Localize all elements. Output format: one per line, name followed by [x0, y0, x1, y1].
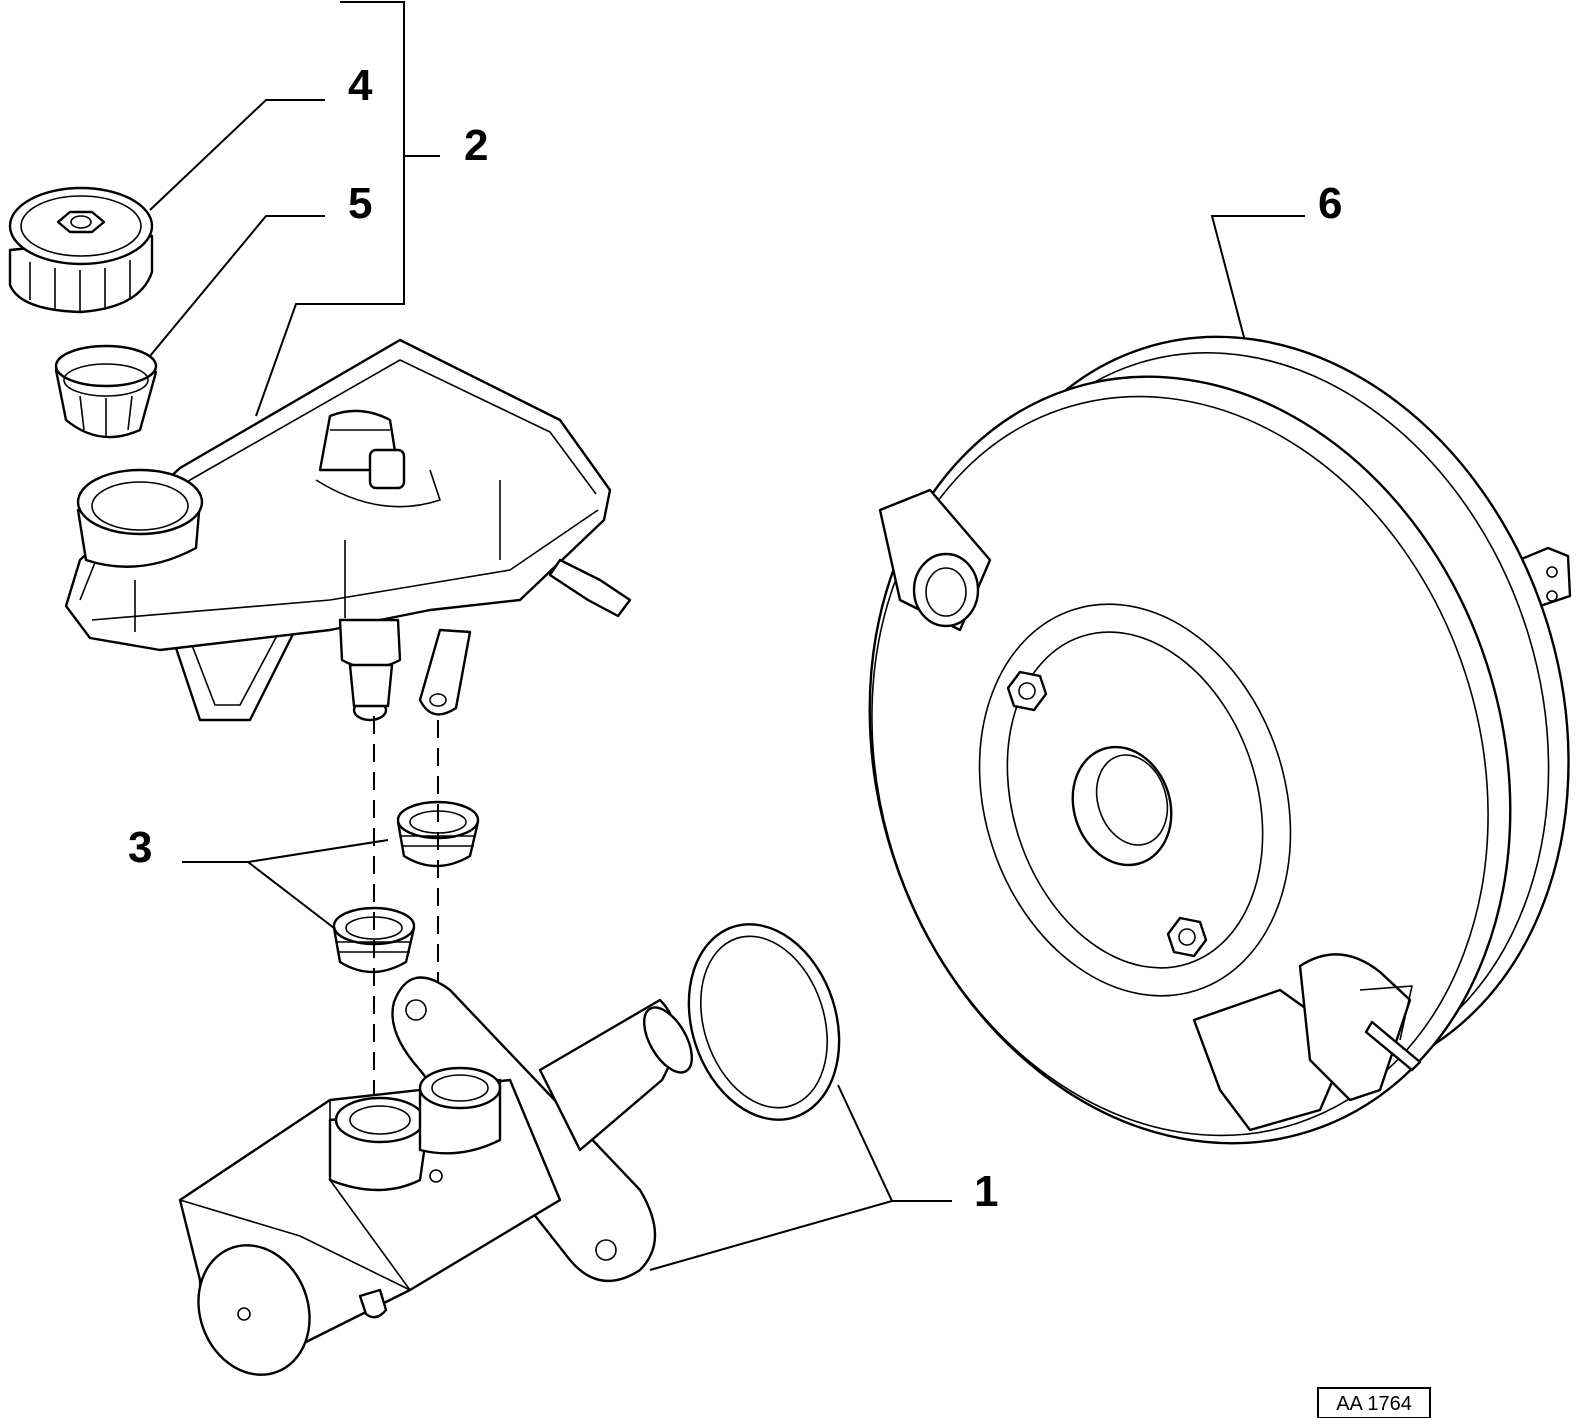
reservoir-illustration	[64, 338, 632, 722]
seal-illustrations	[332, 800, 480, 974]
servo-stud-upper	[1006, 670, 1048, 712]
leader-part-1a	[837, 1084, 952, 1202]
o-ring-illustration	[687, 923, 841, 1121]
callout-3: 3	[128, 823, 152, 872]
leader-part-5	[149, 215, 325, 357]
servo-stud-lower	[1166, 916, 1208, 958]
reservoir-cap-illustration	[8, 186, 154, 314]
leader-lines	[149, 1, 1305, 1271]
leader-part-2-bracket	[255, 1, 405, 417]
callout-4: 4	[348, 61, 373, 110]
reference-code: AA 1764	[1336, 1393, 1412, 1415]
callout-1: 1	[974, 1167, 998, 1216]
callout-2: 2	[464, 121, 488, 170]
brake-servo-illustration	[868, 335, 1572, 1145]
leader-part-3b	[247, 861, 335, 929]
master-cylinder-illustration	[178, 976, 694, 1376]
reference-code-box: AA 1764	[1317, 1387, 1431, 1418]
callout-5: 5	[348, 179, 372, 228]
leader-part-6	[1210, 215, 1305, 361]
leader-part-3a	[182, 839, 389, 863]
leader-part-4	[149, 99, 325, 211]
leader-part-1b	[649, 1200, 893, 1271]
callout-6: 6	[1318, 179, 1342, 228]
strainer-illustration	[54, 344, 158, 439]
